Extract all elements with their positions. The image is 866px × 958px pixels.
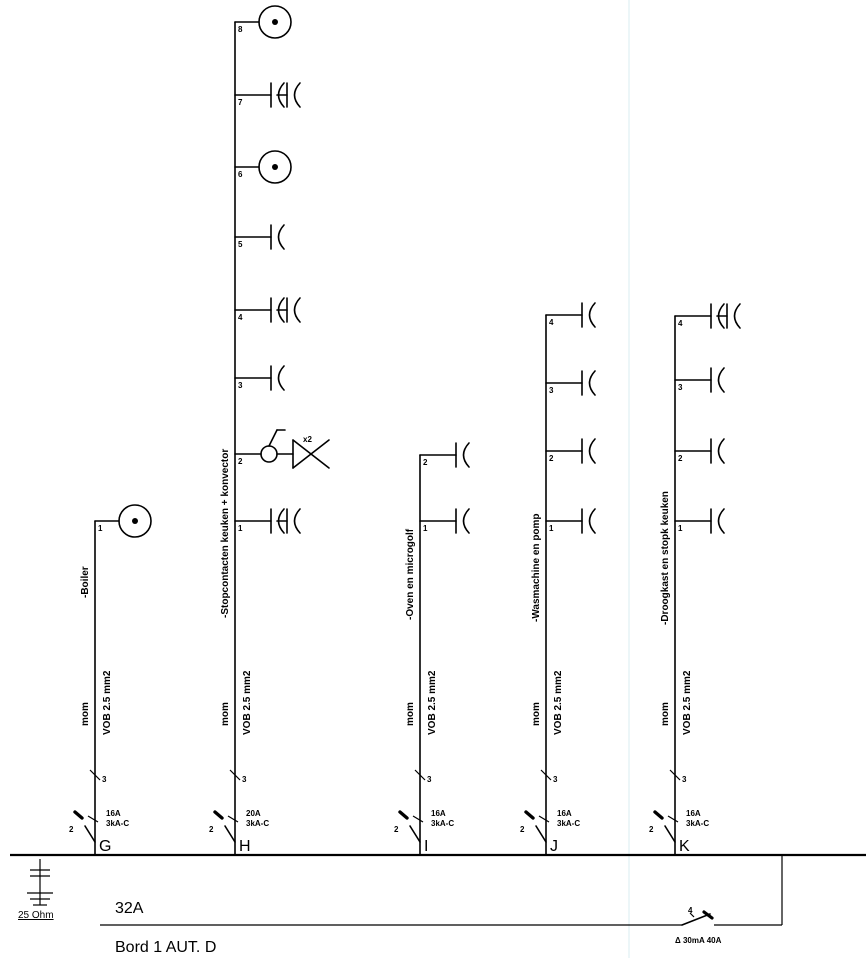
point-number: 3 [678, 383, 683, 392]
breaker-rating: 16A [106, 809, 121, 818]
point-number: 4 [549, 318, 554, 327]
breaker-capacity: 3kA-C [431, 819, 454, 828]
cable-mode: mom [660, 702, 671, 726]
point-4: 4 [674, 303, 741, 329]
point-1: 1 [234, 508, 301, 534]
point-4: 4 [234, 297, 301, 323]
circuit-title: -Wasmachine en pomp [531, 513, 542, 622]
point-6: 6 [234, 150, 292, 184]
breaker-capacity: 3kA-C [106, 819, 129, 828]
circuit-title: -Droogkast en stopk keuken [660, 491, 671, 625]
cable-type: VOB 2.5 mm2 [242, 670, 253, 735]
point-7: 7 [234, 82, 301, 108]
point-number: 1 [98, 524, 103, 533]
circuit-letter: H [239, 838, 251, 855]
point-2: 2 [419, 442, 470, 468]
point-1: 1 [94, 504, 152, 538]
supply-line [100, 855, 783, 926]
circuit-title: -Boiler [80, 566, 91, 598]
point-number: 8 [238, 25, 243, 34]
earth-resistance-label: 25 Ohm [18, 910, 54, 921]
breaker-rating: 20A [246, 809, 261, 818]
breaker-poles: 2 [394, 825, 399, 834]
cable-mode: mom [531, 702, 542, 726]
point-number: 1 [549, 524, 554, 533]
conductor-count: 3 [682, 775, 687, 784]
point-number: 3 [549, 386, 554, 395]
point-number: 2 [423, 458, 428, 467]
breaker-capacity: 3kA-C [246, 819, 269, 828]
breaker-poles: 2 [209, 825, 214, 834]
breaker-poles: 2 [69, 825, 74, 834]
point-number: 4 [678, 319, 683, 328]
differential-switch: 4 Δ 30mA 40A [675, 906, 722, 945]
point-number: 5 [238, 240, 243, 249]
point-3: 3 [234, 365, 285, 391]
breaker-poles: 2 [649, 825, 654, 834]
breaker-rating: 16A [686, 809, 701, 818]
point-number: 1 [423, 524, 428, 533]
cable-type: VOB 2.5 mm2 [102, 670, 113, 735]
lamp-count-label: x2 [303, 435, 312, 444]
breaker-capacity: 3kA-C [686, 819, 709, 828]
cable-type: VOB 2.5 mm2 [682, 670, 693, 735]
cable-type: VOB 2.5 mm2 [553, 670, 564, 735]
point-number: 3 [238, 381, 243, 390]
cable-mode: mom [220, 702, 231, 726]
point-2: 2 x2 [234, 429, 330, 469]
differential-number: 4 [688, 906, 693, 915]
circuit-letter: K [679, 838, 690, 855]
point-number: 1 [678, 524, 683, 533]
circuit-title: -Stopcontacten keuken + konvector [220, 449, 231, 618]
point-number: 2 [678, 454, 683, 463]
point-3: 3 [545, 370, 596, 396]
main-rating: 32A [115, 900, 144, 917]
cable-mode: mom [80, 702, 91, 726]
circuit-letter: I [424, 838, 428, 855]
conductor-count: 3 [427, 775, 432, 784]
point-4: 4 [545, 302, 596, 328]
cable-mode: mom [405, 702, 416, 726]
conductor-count: 3 [102, 775, 107, 784]
conductor-count: 3 [553, 775, 558, 784]
circuit-title: -Oven en microgolf [405, 528, 416, 620]
point-number: 2 [238, 457, 243, 466]
breaker-capacity: 3kA-C [557, 819, 580, 828]
circuit-letter: J [550, 838, 558, 855]
point-number: 6 [238, 170, 243, 179]
point-number: 7 [238, 98, 243, 107]
point-3: 3 [674, 367, 725, 393]
breaker-rating: 16A [431, 809, 446, 818]
point-8: 8 [234, 5, 292, 39]
breaker-poles: 2 [520, 825, 525, 834]
differential-label: Δ 30mA 40A [675, 936, 722, 945]
conductor-count: 3 [242, 775, 247, 784]
board-name: Bord 1 AUT. D [115, 939, 216, 956]
point-1: 1 [674, 508, 725, 534]
point-number: 4 [238, 313, 243, 322]
breaker-rating: 16A [557, 809, 572, 818]
circuit-letter: G [99, 838, 111, 855]
point-5: 5 [234, 224, 285, 250]
earth-electrode: 25 Ohm [18, 859, 54, 921]
point-2: 2 [674, 438, 725, 464]
point-number: 2 [549, 454, 554, 463]
point-1: 1 [419, 508, 470, 534]
point-1: 1 [545, 508, 596, 534]
point-2: 2 [545, 438, 596, 464]
point-number: 1 [238, 524, 243, 533]
cable-type: VOB 2.5 mm2 [427, 670, 438, 735]
